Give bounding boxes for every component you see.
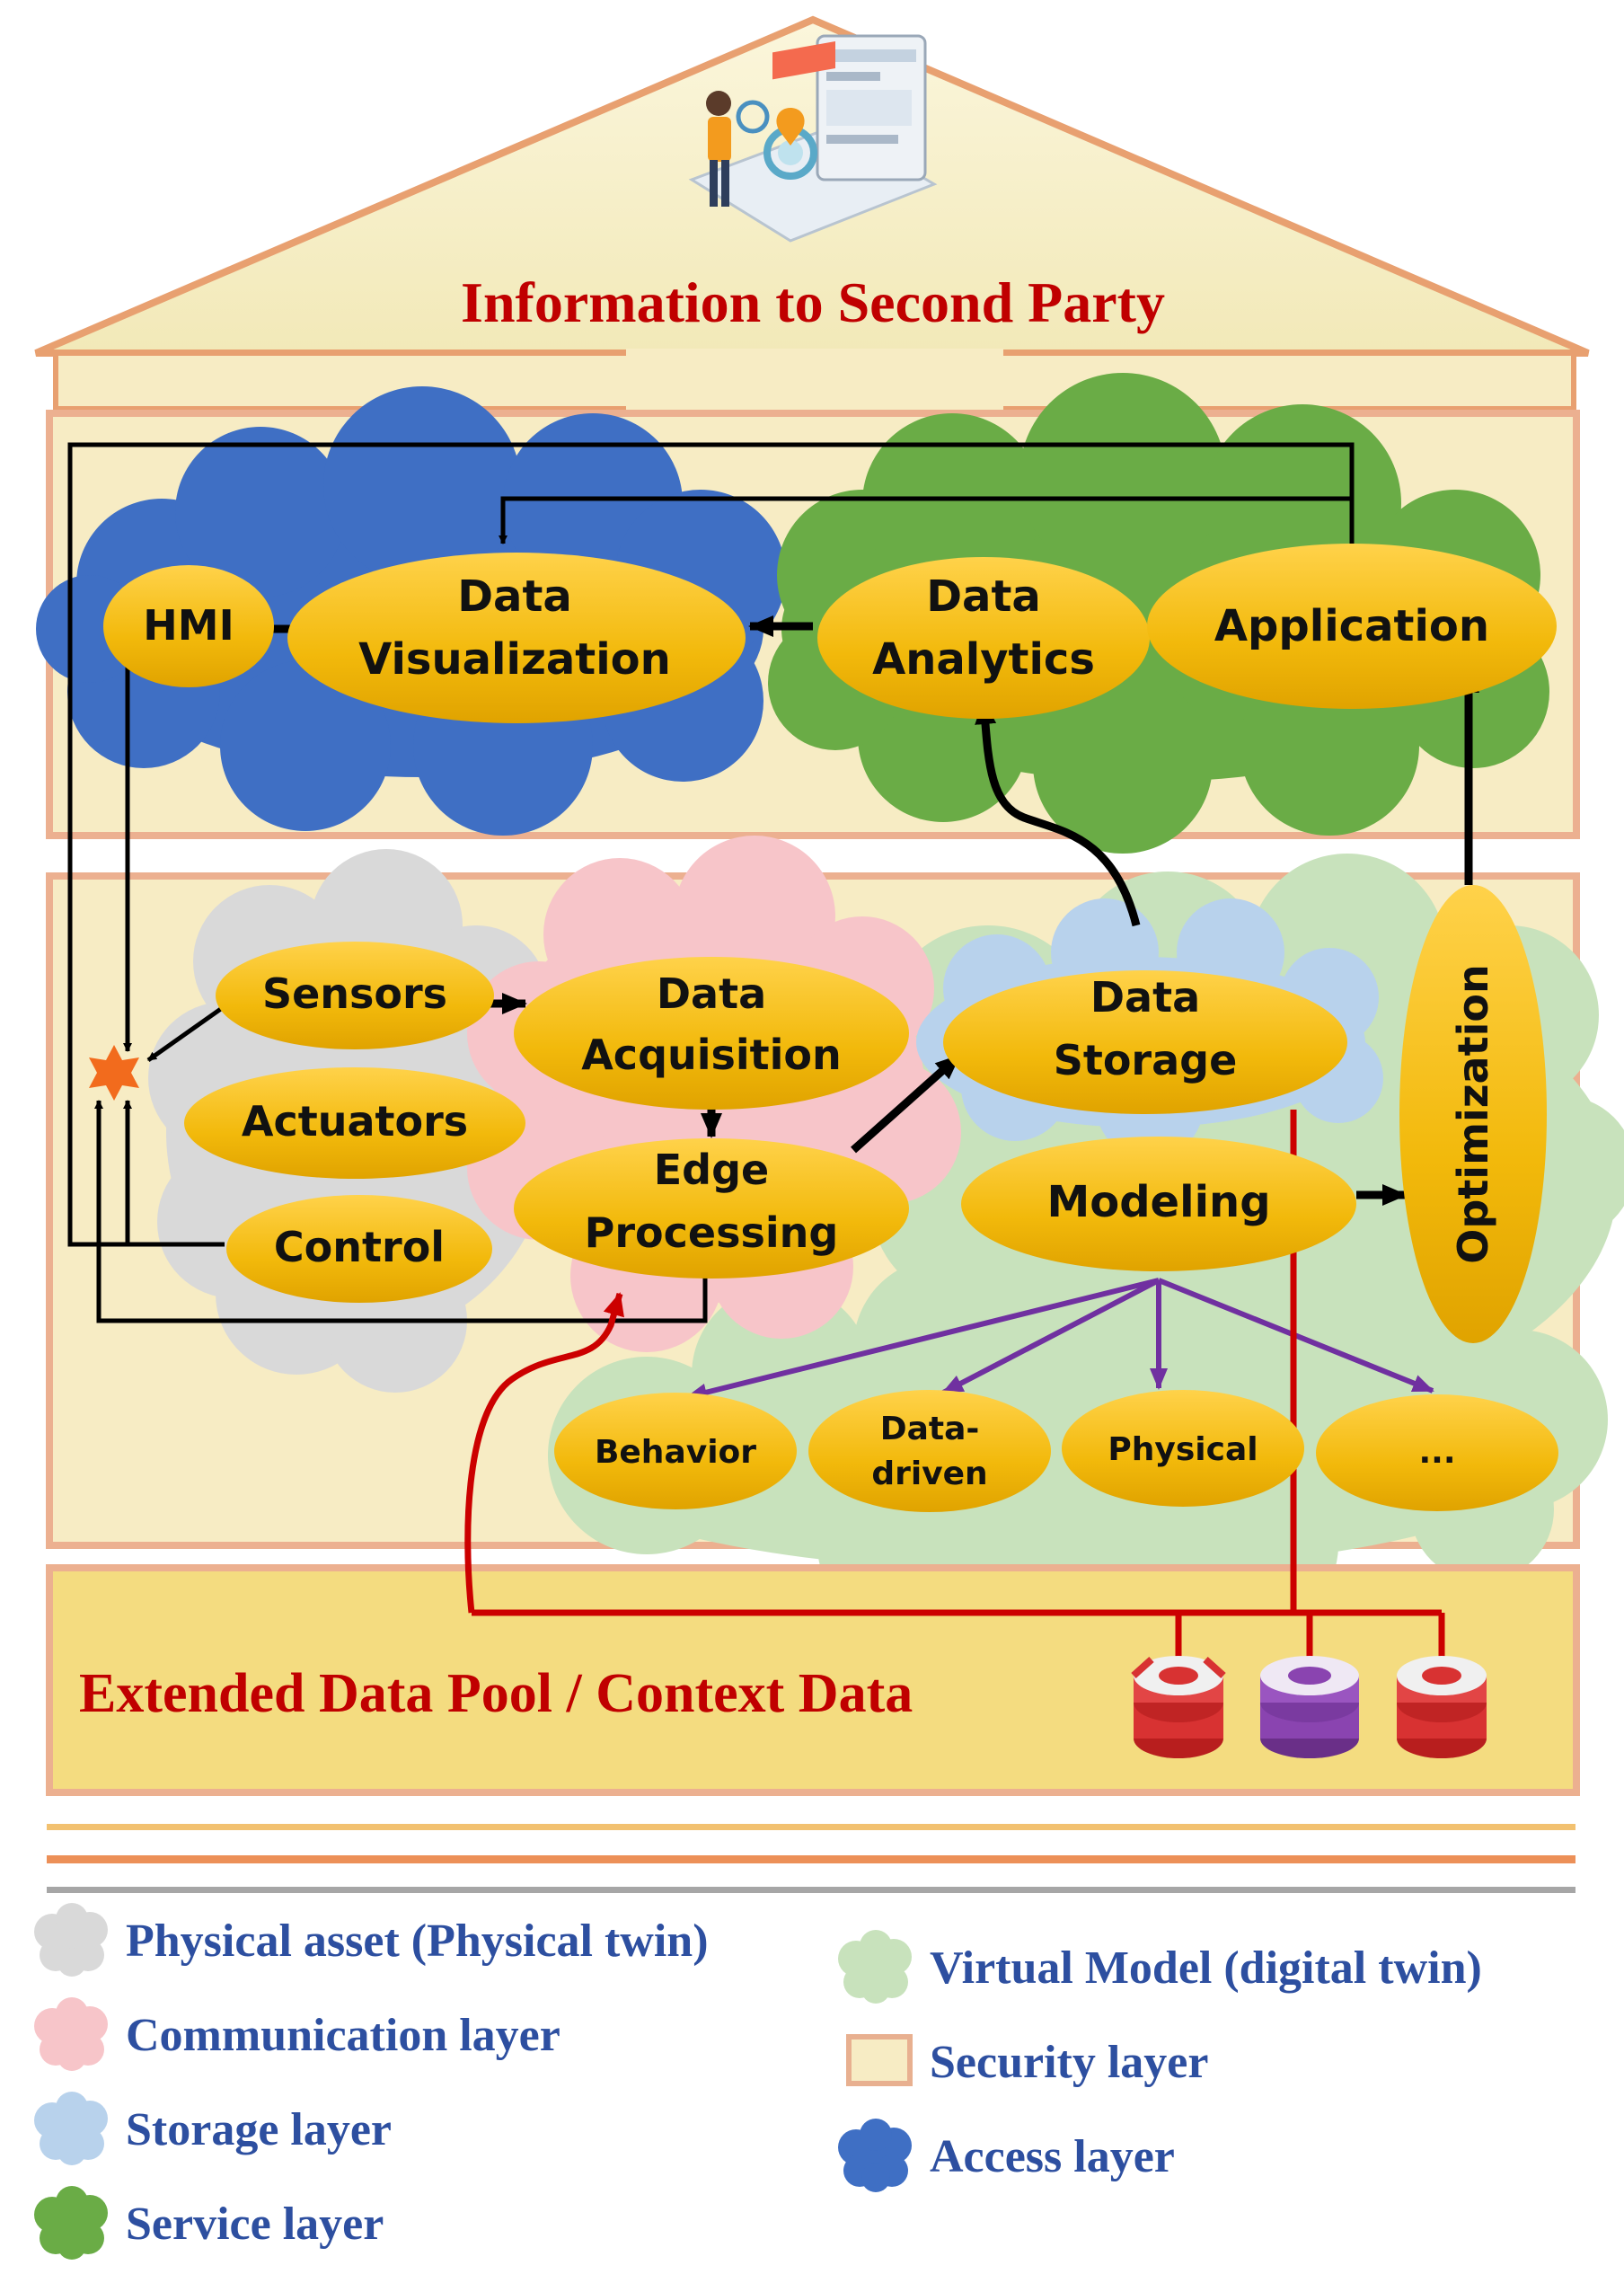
svg-text:Data: Data xyxy=(1090,973,1200,1022)
feedback-lines xyxy=(67,442,1355,1323)
svg-text:Physical: Physical xyxy=(1108,1431,1258,1468)
svg-text:Actuators: Actuators xyxy=(242,1097,468,1146)
legend-label: Security layer xyxy=(930,2037,1208,2088)
person-analytics-illustration xyxy=(688,34,938,243)
svg-text:Optimization: Optimization xyxy=(1449,964,1497,1263)
node-modeling: Modeling xyxy=(961,1137,1356,1271)
legend-item-service-layer: Service layer xyxy=(34,2186,384,2260)
roof-title: Information to Second Party xyxy=(461,270,1165,334)
legend-item-physical-asset-physical-twin: Physical asset (Physical twin) xyxy=(34,1903,709,1977)
node-actuators: Actuators xyxy=(184,1067,525,1179)
legend-swatch-cloud-icon xyxy=(34,1903,108,1977)
svg-text:Data: Data xyxy=(657,969,766,1018)
node-application: Application xyxy=(1147,544,1557,709)
legend-swatch-cloud-icon xyxy=(34,1997,108,2071)
node-optimization: Optimization xyxy=(1399,885,1547,1343)
node-data-acquisition: Data Acquisition xyxy=(514,957,909,1110)
legend-swatch-cloud-icon xyxy=(838,2119,912,2192)
legend-label: Storage layer xyxy=(126,2104,392,2155)
node-hmi: HMI xyxy=(103,565,274,687)
svg-text:Sensors: Sensors xyxy=(262,969,447,1018)
legend-label: Physical asset (Physical twin) xyxy=(126,1916,709,1967)
legend-label: Access layer xyxy=(930,2131,1175,2182)
node-data-analytics: Data Analytics xyxy=(817,557,1150,719)
svg-text:Data: Data xyxy=(457,571,572,622)
node-edge-processing: Edge Processing xyxy=(514,1138,909,1279)
legend: Physical asset (Physical twin) Communicat… xyxy=(34,1903,1482,2260)
legend-swatch-cloud-icon xyxy=(34,2186,108,2260)
svg-text:Data: Data xyxy=(926,571,1041,622)
divider-lines xyxy=(47,1824,1575,1893)
node-data-driven: Data- driven xyxy=(808,1390,1051,1512)
legend-item-access-layer: Access layer xyxy=(838,2119,1175,2192)
svg-text:Data-: Data- xyxy=(880,1411,980,1447)
svg-text:driven: driven xyxy=(871,1456,987,1492)
svg-text:Visualization: Visualization xyxy=(358,634,671,685)
legend-item-communication-layer: Communication layer xyxy=(34,1997,560,2071)
node-ellipsis: ... xyxy=(1316,1394,1558,1511)
legend-swatch-cloud-icon xyxy=(838,1930,912,2004)
node-behavior: Behavior xyxy=(554,1393,797,1509)
svg-text:Behavior: Behavior xyxy=(595,1434,756,1471)
node-sensors: Sensors xyxy=(216,942,494,1049)
svg-text:Storage: Storage xyxy=(1054,1036,1238,1084)
model-type-arrows xyxy=(685,1278,1434,1402)
actuation-star-icon xyxy=(89,1045,139,1101)
node-data-visualization: Data Visualization xyxy=(287,553,746,723)
legend-item-storage-layer: Storage layer xyxy=(34,2092,392,2165)
pool-title: Extended Data Pool / Context Data xyxy=(79,1663,913,1724)
legend-item-virtual-model-digital-twin: Virtual Model (digital twin) xyxy=(838,1930,1482,2004)
legend-label: Virtual Model (digital twin) xyxy=(930,1942,1482,1994)
svg-text:Analytics: Analytics xyxy=(872,634,1095,685)
svg-text:HMI: HMI xyxy=(143,601,234,650)
node-data-storage: Data Storage xyxy=(943,970,1347,1114)
legend-swatch-cloud-icon xyxy=(34,2092,108,2165)
node-control: Control xyxy=(226,1195,492,1303)
legend-label: Communication layer xyxy=(126,2010,560,2061)
legend-swatch xyxy=(846,2034,913,2086)
svg-text:Edge: Edge xyxy=(654,1146,769,1194)
legend-label: Service layer xyxy=(126,2199,384,2250)
node-physical: Physical xyxy=(1062,1390,1304,1507)
svg-text:Acquisition: Acquisition xyxy=(581,1031,842,1079)
database-icon xyxy=(1131,1656,1487,1758)
svg-text:Control: Control xyxy=(274,1223,445,1271)
svg-text:Modeling: Modeling xyxy=(1046,1177,1270,1227)
svg-text:Processing: Processing xyxy=(585,1208,839,1257)
svg-text:...: ... xyxy=(1418,1434,1455,1471)
svg-text:Application: Application xyxy=(1214,601,1489,651)
legend-item-security-layer: Security layer xyxy=(846,2034,1208,2088)
